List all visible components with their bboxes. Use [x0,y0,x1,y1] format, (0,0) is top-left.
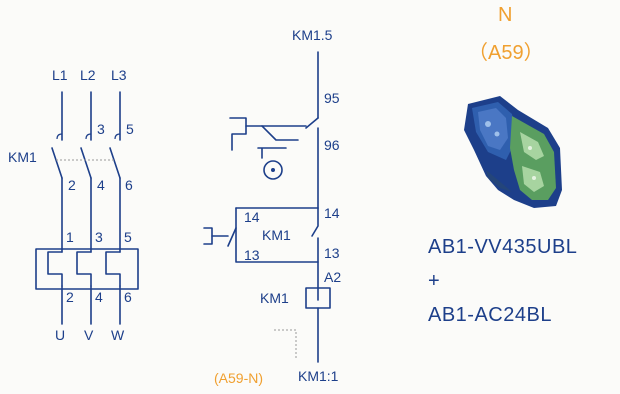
power-circuit: L1 L2 L3 3 5 KM1 2 4 6 [8,67,139,343]
pole-number-6: 6 [125,177,133,193]
start-contact-13-left: 13 [244,247,260,263]
output-label-w: W [111,327,125,343]
remote-link-dotted [274,329,297,360]
output-label-u: U [55,327,65,343]
reset-pusher [229,117,247,151]
relay-terminal-2: 2 [66,289,74,305]
pole-number-2: 2 [68,177,76,193]
contactor-label: KM1 [8,149,37,165]
product-code: （A59） [468,42,544,64]
pole-number-4: 4 [97,177,105,193]
coil-end-label: KM1:1 [298,368,339,384]
part-number-2: AB1-AC24BL [428,304,552,326]
coil-label: KM1 [260,290,289,306]
hold-contact-14-left: 14 [244,209,260,225]
pole-hook-3 [114,133,121,140]
pole-blade-1 [51,147,63,179]
terminal-block-icon [464,96,562,208]
phase-label-l3: L3 [111,67,127,83]
hold-contact-blade [311,207,319,237]
thermal-actuator [257,147,287,159]
pole-hook-1 [56,133,63,140]
pole-number-3: 3 [97,121,105,137]
relay-nc-contact [305,117,319,129]
thermal-dial-center [271,168,275,172]
start-button-head [203,227,213,245]
thermal-dial [263,160,283,180]
relay-contact-95: 95 [324,90,340,106]
hold-contact-14-right: 14 [324,205,340,221]
overload-relay-body [35,248,139,290]
phase-label-l2: L2 [80,67,96,83]
pole-number-5: 5 [126,121,134,137]
start-contact-13-right: 13 [324,245,340,261]
part-number-1: AB1-VV435UBL [428,236,578,258]
thermal-element-2 [76,251,92,287]
thermal-element-1 [47,251,63,287]
hold-branch-left [235,207,319,263]
start-button-contact [227,227,237,247]
relay-contact-96: 96 [324,137,340,153]
plus-sign: + [428,270,441,292]
supply-label: KM1.5 [292,27,333,43]
relay-terminal-6: 6 [124,289,132,305]
relay-terminal-1: 1 [66,229,74,245]
phase-label-l1: L1 [52,67,68,83]
pole-hook-2 [85,133,92,140]
remote-reference: (A59-N) [214,370,263,386]
relay-terminal-5: 5 [124,229,132,245]
pole-blade-2 [80,147,92,179]
coil-terminal-a2: A2 [324,269,341,285]
reset-lever [261,125,299,141]
hold-contact-label: KM1 [262,227,291,243]
control-circuit: KM1.5 95 96 14 14 [203,27,341,386]
thermal-element-3 [105,251,121,287]
output-label-v: V [84,327,94,343]
relay-terminal-4: 4 [95,289,103,305]
relay-terminal-3: 3 [95,229,103,245]
pole-blade-3 [109,147,121,179]
product-title: N [498,4,513,26]
